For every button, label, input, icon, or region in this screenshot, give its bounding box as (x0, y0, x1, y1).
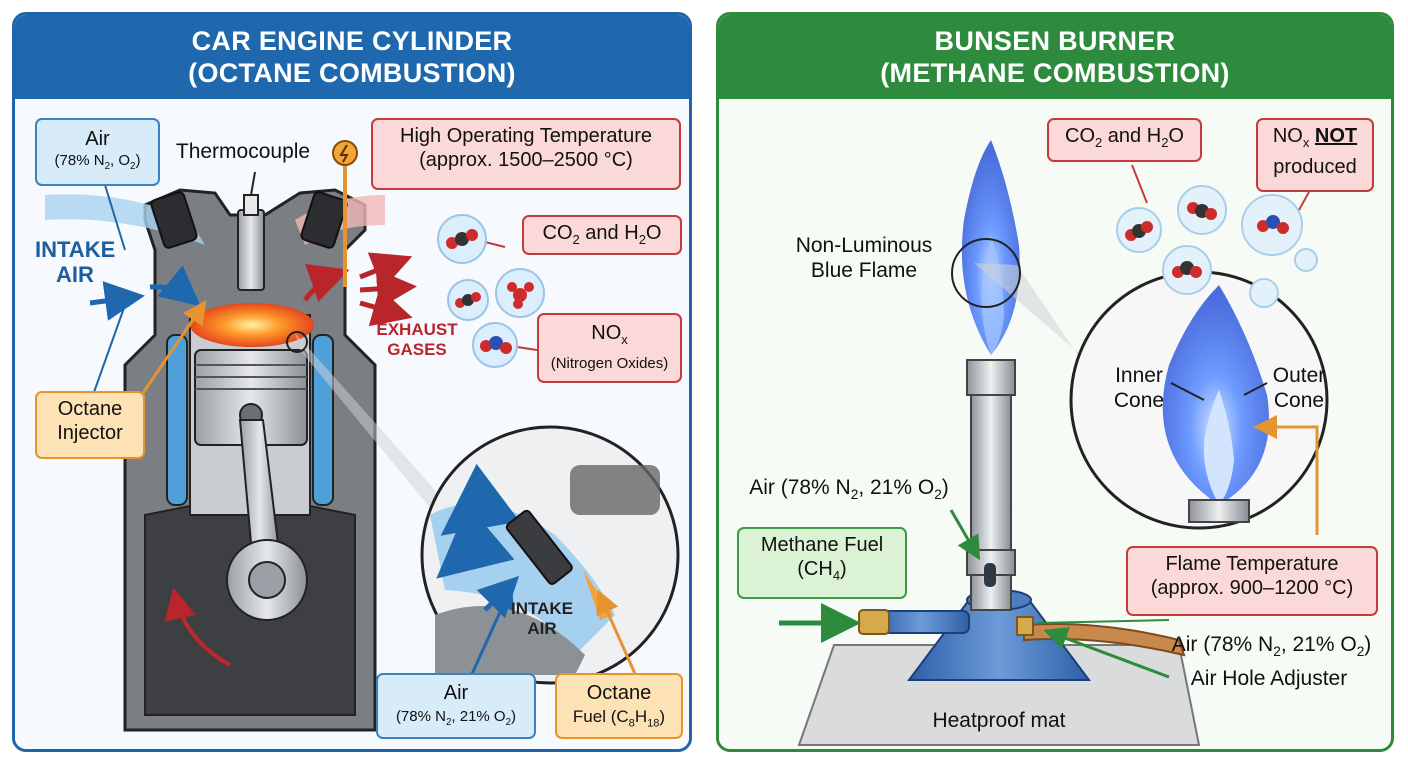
air-hole (984, 563, 996, 587)
brass-nozzle (858, 609, 890, 635)
coolant-jacket-left (166, 334, 188, 506)
combustion-flame (190, 303, 314, 347)
crank-rotation-arrow (164, 587, 231, 667)
co2-h2o-label: CO2 and H2O (522, 215, 682, 255)
bunsen-panel: BUNSEN BURNER (METHANE COMBUSTION) (716, 12, 1394, 752)
thermocouple-icon (332, 140, 358, 166)
air-inlet-label: Air (78% N2, 21% O2) (749, 476, 949, 503)
co2-molecule-2 (447, 279, 489, 321)
flame-temperature-label: Flame Temperature(approx. 900–1200 °C) (1126, 546, 1378, 616)
methane-fuel-label: Methane Fuel (CH4) (737, 527, 907, 599)
flame-cone-inset (1069, 270, 1329, 530)
high-temp-label: High Operating Temperature (approx. 1500… (371, 118, 681, 190)
engine-panel-title: CAR ENGINE CYLINDER (OCTANE COMBUSTION) (15, 15, 689, 99)
air-label-line1: Air (85, 128, 110, 150)
title-line-2: (OCTANE COMBUSTION) (188, 58, 516, 88)
engine-cylinder-illustration (45, 140, 680, 732)
air-composition: (78% N2, O2) (54, 152, 141, 172)
exhaust-arrow-3 (359, 287, 413, 327)
air-hole-adjuster-label: Air Hole Adjuster (1190, 667, 1348, 690)
engine-panel: CAR ENGINE CYLINDER (OCTANE COMBUSTION) (12, 12, 692, 752)
co2-bubble-1 (1116, 207, 1162, 253)
spark-plug (237, 209, 265, 291)
nox-description: (Nitrogen Oxides) (550, 355, 669, 372)
intake-valve (150, 191, 198, 249)
co2-h2o-label: CO2 and H2O (1047, 118, 1202, 162)
bunsen-panel-title: BUNSEN BURNER (METHANE COMBUSTION) (719, 15, 1391, 99)
flame-zoom-marker (951, 238, 1021, 308)
nox-label: NOx (Nitrogen Oxides) (537, 313, 682, 383)
intake-air-arrow (89, 281, 145, 321)
h2o-molecule (495, 268, 545, 318)
title-line-1: CAR ENGINE CYLINDER (191, 26, 513, 56)
high-temp-line2: (approx. 1500–2500 °C) (419, 149, 633, 171)
exhaust-arrow-1 (359, 252, 413, 290)
nox-molecule (472, 322, 518, 368)
high-temp-line1: High Operating Temperature (400, 125, 652, 147)
air-composition-label: Air (78% N2, 21% O2) (376, 673, 536, 739)
air-intake-label: Air (78% N2, O2) (35, 118, 160, 186)
title-line-1: BUNSEN BURNER (934, 26, 1176, 56)
heatproof-mat-label: Heatproof mat (932, 709, 1066, 732)
exhaust-valve (300, 191, 348, 249)
thermocouple-label: Thermocouple (175, 140, 311, 163)
intake-port (45, 194, 205, 245)
title-line-2: (METHANE COMBUSTION) (880, 58, 1230, 88)
co2-bubble-2 (1177, 185, 1227, 235)
fuel-injector (505, 509, 573, 585)
co2-bubble-3 (1162, 245, 1212, 295)
air-hole-collar (1016, 616, 1034, 636)
co2-molecule-1 (437, 214, 487, 264)
air-right-label: Air (78% N2, 21% O2) (1171, 633, 1372, 660)
nox-not-produced-label: NOx NOT produced (1256, 118, 1374, 192)
exhaust-arrow-2 (359, 268, 417, 309)
injector-inset (420, 425, 680, 685)
bunsen-burner-illustration (779, 140, 1329, 746)
octane-fuel-label: Octane Fuel (C8H18) (555, 673, 683, 739)
nox-bubble (1241, 194, 1303, 256)
